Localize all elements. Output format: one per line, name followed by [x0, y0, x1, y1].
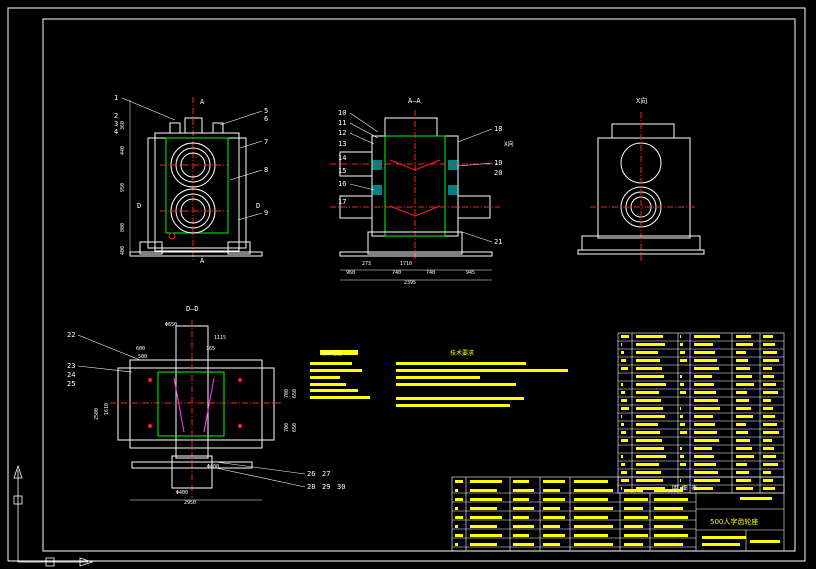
- svg-text:400: 400: [120, 246, 126, 255]
- front-balloons: 1 2 3 4 5 6 7 8 9 A A D D: [114, 94, 268, 265]
- svg-text:Φ650: Φ650: [165, 322, 177, 328]
- notes-right-title: 技术要求: [450, 349, 474, 357]
- front-view: [129, 97, 263, 262]
- svg-text:2950: 2950: [184, 500, 196, 506]
- svg-text:365: 365: [206, 346, 215, 352]
- balloon-8: 8: [264, 166, 268, 174]
- balloon-4: 4: [114, 128, 118, 136]
- svg-text:950: 950: [120, 183, 126, 192]
- svg-text:2395: 2395: [404, 280, 416, 286]
- balloon-23: 23: [67, 362, 75, 370]
- section-dd-view: [110, 320, 282, 498]
- svg-text:740: 740: [426, 270, 435, 276]
- balloon-25: 25: [67, 380, 75, 388]
- svg-text:700: 700: [284, 389, 290, 398]
- balloon-11: 11: [338, 119, 346, 127]
- title-block-fills: [455, 480, 780, 546]
- section-arrow-d-right: D: [256, 202, 260, 210]
- section-aa-balloons: 10 11 12 13 14 15 16 17 18 19 20 21 X向: [338, 109, 514, 246]
- balloon-29: 29: [322, 483, 330, 491]
- section-aa-dims: 273 1710 740 740 945 960 2395: [340, 261, 492, 286]
- balloon-14: 14: [338, 154, 346, 162]
- svg-text:273: 273: [362, 261, 371, 267]
- view-x: [577, 112, 705, 262]
- balloon-3: 3: [114, 120, 118, 128]
- balloon-18: 18: [494, 125, 502, 133]
- section-arrow-d-left: D: [137, 202, 141, 210]
- balloon-13: 13: [338, 140, 346, 148]
- balloon-26: 26: [307, 470, 315, 478]
- view-x-title: X向: [636, 96, 647, 105]
- inner-border: [42, 18, 796, 552]
- outer-border: [7, 7, 806, 562]
- notes-left: 技术性能: [310, 350, 370, 399]
- balloon-6: 6: [264, 115, 268, 123]
- ucs-axis-icon: [13, 464, 94, 567]
- svg-text:Φ400: Φ400: [207, 464, 219, 470]
- balloon-12: 12: [338, 129, 346, 137]
- balloon-16: 16: [338, 180, 346, 188]
- balloon-15: 15: [338, 167, 346, 175]
- balloon-9: 9: [264, 209, 268, 217]
- svg-text:650: 650: [292, 389, 298, 398]
- balloon-30: 30: [337, 483, 345, 491]
- balloon-1: 1: [114, 94, 118, 102]
- section-aa-title: A—A: [408, 97, 421, 105]
- svg-text:945: 945: [466, 270, 475, 276]
- svg-text:1610: 1610: [104, 403, 110, 415]
- svg-text:440: 440: [120, 146, 126, 155]
- balloon-28: 28: [307, 483, 315, 491]
- svg-text:740: 740: [392, 270, 401, 276]
- section-aa-view: [330, 110, 500, 262]
- svg-text:650: 650: [292, 423, 298, 432]
- section-dd-dims: 600 500 1115 Φ650 365 2500 1610 700 650 …: [94, 322, 298, 506]
- svg-text:600: 600: [136, 346, 145, 352]
- balloon-2: 2: [114, 112, 118, 120]
- section-dd-title: D—D: [186, 305, 199, 313]
- section-arrow-top: A: [200, 98, 205, 106]
- drawing-title: 500人字齿轮座: [710, 517, 758, 526]
- title-block: [451, 476, 785, 552]
- svg-text:2500: 2500: [94, 408, 100, 420]
- svg-text:960: 960: [346, 270, 355, 276]
- notes-left-title: 技术性能: [322, 350, 342, 357]
- svg-text:1710: 1710: [400, 261, 412, 267]
- svg-text:800: 800: [120, 223, 126, 232]
- svg-text:1115: 1115: [214, 335, 226, 341]
- svg-text:Φ400: Φ400: [176, 490, 188, 496]
- svg-text:500: 500: [138, 354, 147, 360]
- balloon-27: 27: [322, 470, 330, 478]
- notes-right: 技术要求: [396, 349, 568, 407]
- parts-table-title: 明 细 表: [672, 484, 697, 492]
- section-arrow-bottom: A: [200, 257, 205, 265]
- parts-table-fills: [621, 335, 779, 490]
- balloon-7: 7: [264, 138, 268, 146]
- balloon-17: 17: [338, 198, 346, 206]
- parts-table: [617, 332, 785, 494]
- balloon-20: 20: [494, 169, 502, 177]
- front-dims: 440 360 950 800 400: [120, 121, 126, 255]
- balloon-10: 10: [338, 109, 346, 117]
- balloon-5: 5: [264, 107, 268, 115]
- svg-text:360: 360: [120, 121, 126, 130]
- balloon-24: 24: [67, 371, 75, 379]
- balloon-22: 22: [67, 331, 75, 339]
- balloon-19: 19: [494, 159, 502, 167]
- balloon-21: 21: [494, 238, 502, 246]
- svg-text:700: 700: [284, 423, 290, 432]
- section-dd-balloons: 22 23 24 25 26 27 28 29 30: [67, 331, 345, 491]
- x-direction-label: X向: [504, 140, 514, 148]
